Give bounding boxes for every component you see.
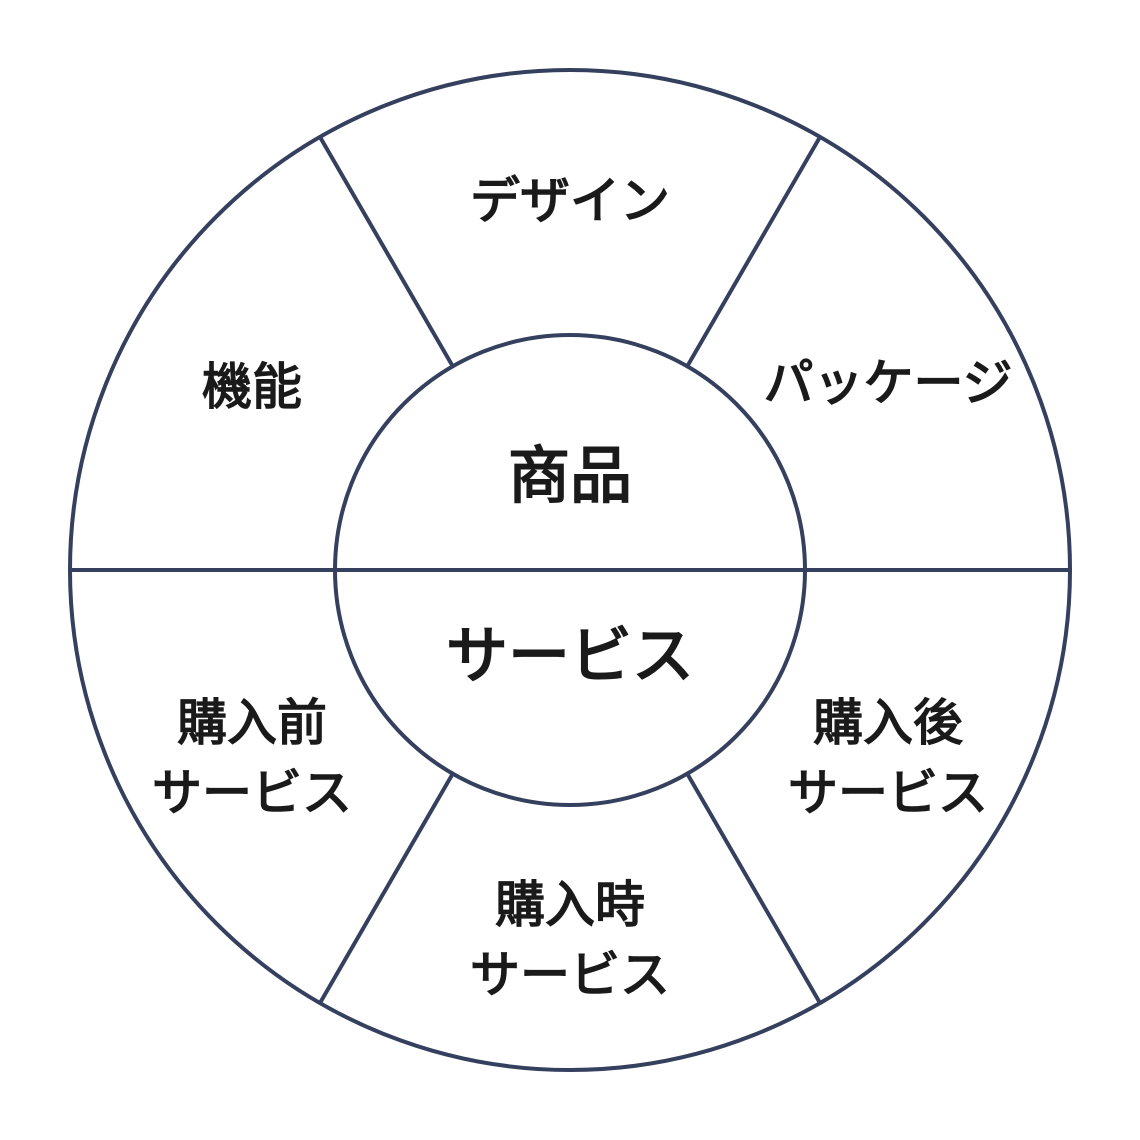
divider-upper-right <box>686 135 822 367</box>
divider-lower-left <box>318 773 454 1005</box>
divider-lower-right <box>686 773 822 1005</box>
segment-label-during-purchase: 購入時 <box>495 876 645 934</box>
core-label-service: サービス <box>446 619 694 692</box>
core-label-product: 商品 <box>508 439 632 512</box>
divider-upper-left <box>318 135 454 367</box>
segment-label-package: パッケージ <box>764 354 1013 412</box>
segment-label-design: デザイン <box>470 172 670 230</box>
segment-label-post-purchase-service: サービス <box>788 764 988 822</box>
segment-label-during-purchase-service: サービス <box>470 946 670 1004</box>
segment-label-pre-purchase-service: サービス <box>152 764 352 822</box>
segment-label-function: 機能 <box>202 358 302 416</box>
segment-label-post-purchase: 購入後 <box>813 694 964 752</box>
segment-label-pre-purchase: 購入前 <box>177 694 327 752</box>
